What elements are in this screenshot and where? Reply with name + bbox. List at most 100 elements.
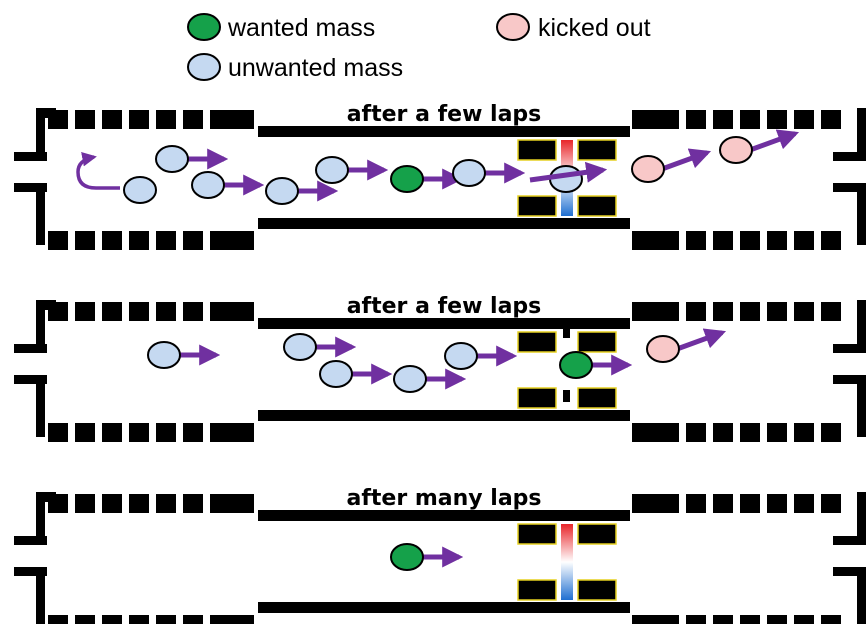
left-mirror-electrode-top <box>183 110 203 129</box>
right-mirror-electrode-top <box>713 494 733 513</box>
left-end-corner-top <box>36 492 56 502</box>
left-mirror-electrode-bottom <box>75 615 95 624</box>
panel-title: after many laps <box>346 486 541 511</box>
unwanted-mass-ion <box>265 177 299 205</box>
right-mirror-electrode-top <box>632 494 676 513</box>
left-mirror-electrode-top <box>129 110 149 129</box>
right-mirror-electrode-bottom <box>767 231 787 250</box>
left-mirror-electrode-bottom <box>75 231 95 250</box>
deflector-electrode <box>577 387 617 409</box>
right-mirror-electrode-top <box>632 302 676 321</box>
left-mirror-electrode-bottom <box>129 615 149 624</box>
right-end-cap-bottom <box>833 375 866 384</box>
left-mirror-electrode-top <box>183 494 203 513</box>
right-mirror-electrode-top <box>740 110 760 129</box>
left-mirror-electrode-bottom <box>129 423 149 442</box>
drift-tube-bottom-plate <box>258 410 630 421</box>
unwanted-mass-ion <box>123 176 157 204</box>
panel-3: after many laps <box>14 486 866 624</box>
right-mirror-electrode-bottom <box>632 423 676 442</box>
unwanted-mass-ion <box>319 360 353 388</box>
right-mirror-electrode-bottom <box>821 423 841 442</box>
right-mirror-electrode-top <box>767 494 787 513</box>
unwanted-mass-ion <box>155 145 189 173</box>
right-end-corner-top <box>857 492 866 502</box>
unwanted-mass-swatch <box>187 53 221 81</box>
left-end-wall-bottom <box>36 183 45 245</box>
right-end-wall-bottom <box>857 375 866 437</box>
deflector-electrode <box>517 579 557 601</box>
deflector-electrode <box>577 139 617 161</box>
unwanted-mass-ion <box>393 365 427 393</box>
left-mirror-electrode-top <box>75 494 95 513</box>
left-mirror-electrode-top <box>102 302 122 321</box>
left-mirror-electrode-bottom <box>129 231 149 250</box>
drift-tube-bottom-plate <box>258 218 630 229</box>
deflector-electrode <box>577 331 617 353</box>
deflector-field-gradient <box>561 524 573 600</box>
unwanted-mass-ion <box>283 333 317 361</box>
left-end-cap-bottom <box>14 183 47 192</box>
left-end-cap-top <box>14 344 47 353</box>
right-mirror-electrode-bottom <box>632 615 676 624</box>
right-mirror-electrode-bottom <box>821 615 841 624</box>
right-mirror-electrode-bottom <box>740 423 760 442</box>
deflector-field-off-bottom <box>563 390 570 402</box>
left-mirror-electrode-top <box>129 302 149 321</box>
wanted-mass-ion <box>559 351 593 379</box>
left-mirror-electrode-top <box>129 494 149 513</box>
kicked-out-ion <box>646 335 680 363</box>
direction-arrow <box>661 148 712 172</box>
left-mirror-electrode-top <box>102 110 122 129</box>
left-end-wall-top <box>36 492 45 544</box>
right-mirror-electrode-bottom <box>686 615 706 624</box>
right-mirror-electrode-top <box>794 302 814 321</box>
legend: wanted mass unwanted mass kicked out <box>187 13 651 82</box>
left-mirror-electrode-bottom <box>102 615 122 624</box>
left-end-wall-bottom <box>36 375 45 437</box>
right-end-cap-top <box>833 344 866 353</box>
direction-arrow <box>676 328 727 352</box>
deflector-electrode <box>577 195 617 217</box>
wanted-mass-ion <box>390 543 424 571</box>
right-mirror-electrode-top <box>740 494 760 513</box>
left-mirror-electrode-bottom <box>156 423 176 442</box>
right-mirror-electrode-top <box>767 110 787 129</box>
left-mirror-electrode-bottom <box>48 423 68 442</box>
kicked-out-swatch <box>496 13 530 41</box>
right-mirror-electrode-bottom <box>686 231 706 250</box>
right-mirror-electrode-bottom <box>713 231 733 250</box>
right-mirror-electrode-top <box>794 494 814 513</box>
panel-1: after a few laps <box>14 102 866 250</box>
unwanted-mass-ion <box>452 159 486 187</box>
right-mirror-electrode-bottom <box>794 423 814 442</box>
panel-title: after a few laps <box>347 102 542 127</box>
right-mirror-electrode-top <box>713 110 733 129</box>
legend-kicked-label: kicked out <box>538 14 651 42</box>
right-mirror-electrode-top <box>821 110 841 129</box>
left-end-wall-top <box>36 108 45 160</box>
right-mirror-electrode-top <box>713 302 733 321</box>
right-mirror-electrode-bottom <box>713 423 733 442</box>
left-end-cap-bottom <box>14 375 47 384</box>
unwanted-mass-ion <box>191 171 225 199</box>
deflector-electrode <box>517 331 557 353</box>
legend-wanted-label: wanted mass <box>227 14 375 42</box>
unwanted-mass-ion <box>444 342 478 370</box>
deflector-electrode <box>577 523 617 545</box>
left-end-cap-top <box>14 536 47 545</box>
left-mirror-electrode-top <box>214 302 254 321</box>
deflector-electrode <box>517 139 557 161</box>
right-end-wall-top <box>857 492 866 544</box>
left-mirror-electrode-bottom <box>75 423 95 442</box>
right-mirror-electrode-bottom <box>794 231 814 250</box>
right-mirror-electrode-bottom <box>767 615 787 624</box>
left-mirror-electrode-bottom <box>214 423 254 442</box>
right-mirror-electrode-bottom <box>686 423 706 442</box>
left-mirror-electrode-bottom <box>183 423 203 442</box>
left-mirror-electrode-bottom <box>102 231 122 250</box>
drift-tube-bottom-plate <box>258 602 630 613</box>
kicked-out-ion <box>631 155 665 183</box>
wanted-mass-ion <box>390 165 424 193</box>
